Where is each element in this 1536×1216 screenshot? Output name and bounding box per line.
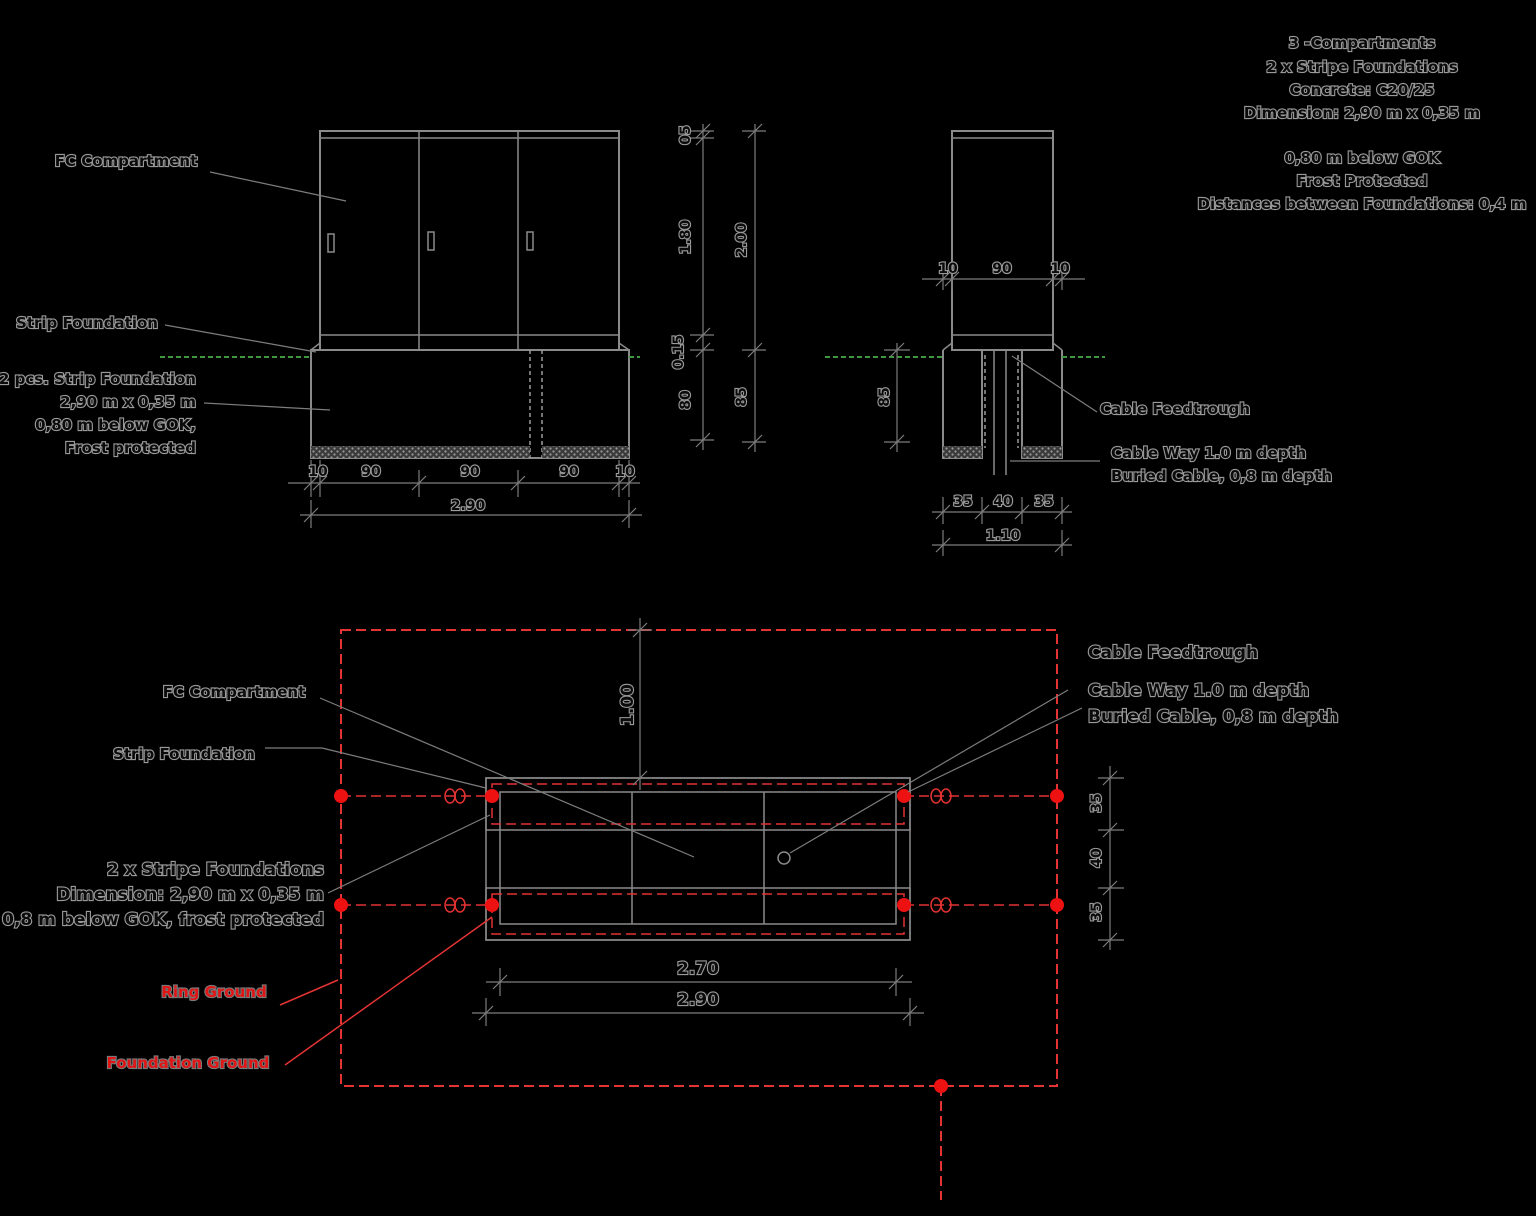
ground-point (334, 789, 348, 803)
label-stripe-foundations: Dimension: 2,90 m x 0,35 m (56, 885, 324, 905)
front-view: FC Compartment Strip Foundation 2 pcs. S… (0, 123, 766, 528)
label-cable-way-plan: Cable Way 1.0 m depth (1088, 681, 1309, 701)
dim-front-v: 0.15 (671, 335, 687, 370)
dim-side-bottom: 40 (993, 494, 1013, 510)
label-cable-feedthrough: Cable Feedtrough (1100, 400, 1250, 418)
foundation-outline (485, 777, 911, 941)
dim-front-v: 1.80 (678, 219, 694, 254)
label-strip-foundation-plan: Strip Foundation (113, 745, 255, 763)
ring-ground-loop (340, 629, 1058, 1087)
label-fc-compartment-plan: FC Compartment (163, 683, 306, 701)
dim-front-h: 10 (615, 464, 635, 480)
dim-plan-right: 35 (1089, 902, 1105, 921)
label-pcs-foundation: 0,80 m below GOK, (35, 416, 196, 434)
dim-front-v: 05 (678, 125, 694, 144)
note-line: Frost Protected (1296, 172, 1427, 190)
fc-compartment-side (951, 130, 1054, 351)
note-line: 0,80 m below GOK (1284, 149, 1441, 167)
dim-side-bottom: 35 (953, 494, 972, 510)
plan-view: 1.00 35 40 35 2.70 2.90 FC Compartment S… (1, 618, 1340, 1200)
label-pcs-foundation: 2,90 m x 0,35 m (60, 393, 196, 411)
strip-foundation-front (310, 349, 630, 459)
door-handle (327, 233, 335, 253)
note-line: Distances between Foundations: 0,4 m (1198, 195, 1527, 213)
ground-point (897, 789, 911, 803)
dim-plan-offset: 1.00 (618, 684, 638, 726)
foundation-ground-loop (491, 783, 905, 825)
fc-compartment-plan (499, 791, 897, 925)
dim-side-depth: 85 (877, 387, 893, 406)
ground-connector (444, 788, 952, 913)
dim-front-total: 2.90 (451, 498, 486, 514)
note-line: 3 -Compartments (1289, 34, 1436, 52)
label-cable-way: Cable Way 1.0 m depth (1111, 444, 1306, 462)
dim-side-bottom: 35 (1034, 494, 1053, 510)
label-strip-foundation: Strip Foundation (16, 314, 158, 332)
label-pcs-foundation: 2 pcs. Strip Foundation (0, 370, 196, 388)
dim-side-top: 10 (938, 261, 958, 277)
dim-front-h: 90 (460, 464, 480, 480)
label-cable-feedthrough-plan: Cable Feedtrough (1088, 643, 1258, 663)
ground-point (1050, 789, 1064, 803)
dim-front-h: 90 (559, 464, 579, 480)
dim-front-h: 90 (361, 464, 381, 480)
cable-feedthrough-symbol (777, 851, 791, 865)
ground-point (934, 1079, 948, 1093)
label-foundation-ground: Foundation Ground (107, 1054, 270, 1072)
dim-front-v: 80 (678, 390, 694, 410)
ground-point (485, 789, 499, 803)
door-handle (427, 231, 435, 251)
door-handle (526, 231, 534, 251)
label-pcs-foundation: Frost protected (65, 439, 196, 457)
fc-compartment-front (319, 130, 620, 351)
dim-plan-outer: 2.90 (677, 990, 719, 1010)
note-line: Dimension: 2,90 m x 0,35 m (1244, 104, 1480, 122)
side-view: 10 90 10 85 Cable Feedtrough Cable Way 1… (825, 130, 1333, 556)
dim-plan-inner: 2.70 (677, 959, 719, 979)
notes-block: 3 -Compartments 2 x Stripe Foundations C… (1196, 33, 1527, 214)
ground-point (334, 898, 348, 912)
label-ring-ground: Ring Ground (161, 983, 266, 1001)
dim-front-v: 2.00 (734, 222, 750, 257)
dim-plan-right: 35 (1089, 793, 1105, 812)
label-buried-cable: Buried Cable, 0,8 m depth (1111, 467, 1332, 485)
ground-point (1050, 898, 1064, 912)
ground-point (485, 898, 499, 912)
ground-point (897, 898, 911, 912)
label-buried-cable-plan: Buried Cable, 0,8 m depth (1088, 707, 1339, 727)
note-line: 2 x Stripe Foundations (1266, 58, 1458, 76)
note-line: Concrete: C20/25 (1289, 81, 1434, 99)
dim-front-h: 10 (308, 464, 328, 480)
dim-front-v: 85 (734, 387, 750, 406)
dim-side-top: 10 (1050, 261, 1070, 277)
dim-side-total: 1.10 (986, 528, 1021, 544)
label-stripe-foundations: 0,8 m below GOK, frost protected (2, 910, 324, 930)
label-stripe-foundations: 2 x Stripe Foundations (107, 860, 324, 880)
dim-plan-right: 40 (1089, 848, 1105, 868)
label-fc-compartment: FC Compartment (55, 152, 198, 170)
dim-side-top: 90 (992, 261, 1012, 277)
